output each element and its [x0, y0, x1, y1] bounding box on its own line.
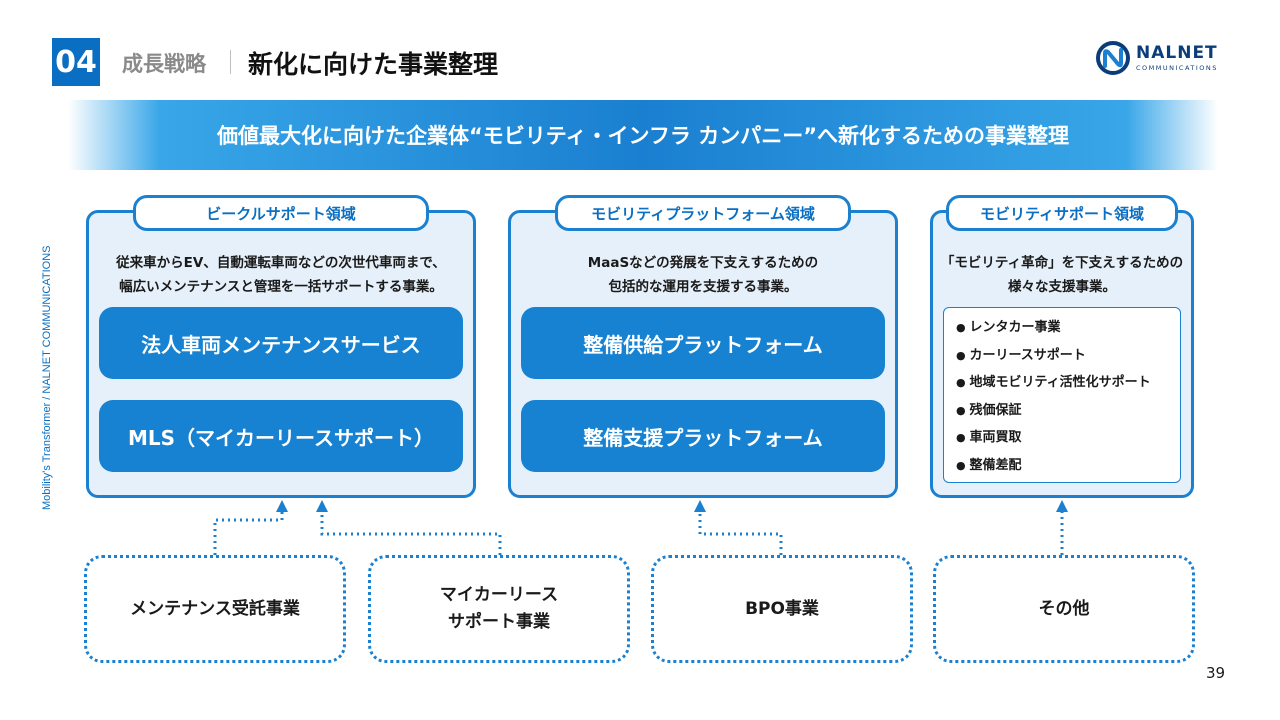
panel-desc-line: MaaSなどの発展を下支えするための [587, 255, 819, 271]
nalnet-logo-icon [1096, 41, 1130, 75]
page-title: 新化に向けた事業整理 [248, 50, 499, 79]
list-item: レンタカー事業 [956, 314, 1180, 342]
list-item: 車両買取 [956, 424, 1180, 452]
list-item: カーリースサポート [956, 342, 1180, 370]
business-mycar-lease-support: マイカーリース サポート事業 [368, 555, 630, 663]
page-number: 39 [1206, 664, 1226, 682]
banner-text: 価値最大化に向けた企業体“モビリティ・インフラ カンパニー”へ新化するための事業… [216, 124, 1070, 148]
panel-title: モビリティサポート領域 [946, 195, 1178, 231]
section-label: 成長戦略 [122, 52, 206, 76]
side-caption: Mobility's Transformer / NALNET COMMUNIC… [41, 245, 53, 510]
arrow-head-icon [316, 500, 328, 512]
business-maintenance-contract: メンテナンス受託事業 [84, 555, 346, 663]
service-mls: MLS（マイカーリースサポート） [99, 400, 463, 472]
panel-desc-line: 従来車からEV、自動運転車両などの次世代車両まで、 [116, 255, 446, 271]
panel-vehicle-support: ビークルサポート領域 従来車からEV、自動運転車両などの次世代車両まで、 幅広い… [86, 195, 476, 498]
panel-description: 「モビリティ革命」を下支えするための 様々な支援事業。 [933, 251, 1191, 299]
service-supply-platform: 整備供給プラットフォーム [521, 307, 885, 379]
logo-subtitle: COMMUNICATIONS [1136, 63, 1218, 72]
list-item: 整備差配 [956, 452, 1180, 480]
company-logo: NALNET COMMUNICATIONS [1096, 40, 1236, 76]
panel-desc-line: 「モビリティ革命」を下支えするための [940, 255, 1184, 271]
panel-title: ビークルサポート領域 [133, 195, 429, 231]
panel-description: 従来車からEV、自動運転車両などの次世代車両まで、 幅広いメンテナンスと管理を一… [89, 251, 473, 299]
panel-mobility-platform: モビリティプラットフォーム領域 MaaSなどの発展を下支えするための 包括的な運… [508, 195, 898, 498]
arrow-head-icon [694, 500, 706, 512]
list-item: 地域モビリティ活性化サポート [956, 369, 1180, 397]
panel-title: モビリティプラットフォーム領域 [555, 195, 851, 231]
box-line: サポート事業 [448, 612, 550, 632]
headline-banner: 価値最大化に向けた企業体“モビリティ・インフラ カンパニー”へ新化するための事業… [68, 100, 1218, 170]
logo-name: NALNET [1136, 42, 1218, 63]
arrow-head-icon [276, 500, 288, 512]
list-item: 残価保証 [956, 397, 1180, 425]
panel-desc-line: 包括的な運用を支援する事業。 [608, 279, 798, 295]
business-other: その他 [933, 555, 1195, 663]
panel-mobility-support: モビリティサポート領域 「モビリティ革命」を下支えするための 様々な支援事業。 … [930, 195, 1194, 498]
business-bpo: BPO事業 [651, 555, 913, 663]
service-corporate-maintenance: 法人車両メンテナンスサービス [99, 307, 463, 379]
title-divider [230, 50, 231, 74]
panel-description: MaaSなどの発展を下支えするための 包括的な運用を支援する事業。 [511, 251, 895, 299]
box-line: マイカーリース [439, 585, 559, 605]
panel-desc-line: 幅広いメンテナンスと管理を一括サポートする事業。 [119, 279, 443, 295]
panel-desc-line: 様々な支援事業。 [1008, 279, 1116, 295]
section-number: 04 [52, 38, 100, 86]
service-support-platform: 整備支援プラットフォーム [521, 400, 885, 472]
support-list: レンタカー事業 カーリースサポート 地域モビリティ活性化サポート 残価保証 車両… [943, 307, 1181, 483]
arrow-head-icon [1056, 500, 1068, 512]
